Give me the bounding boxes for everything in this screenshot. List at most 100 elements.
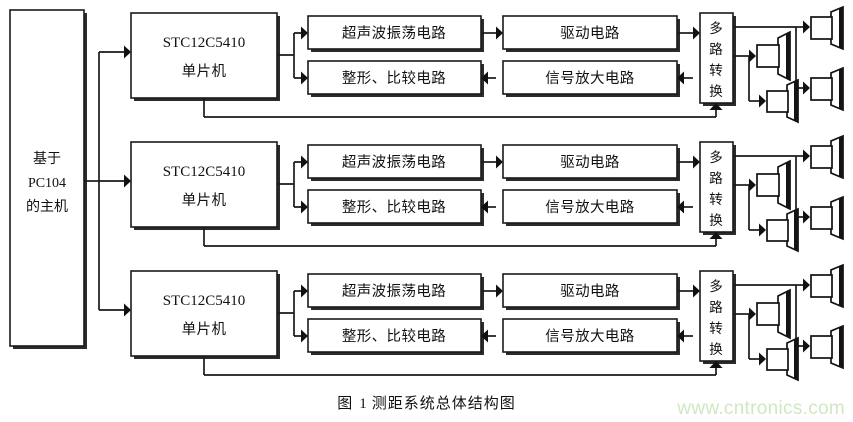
- mcu-output-split-2: [277, 161, 301, 208]
- transducer-3-3: [810, 263, 844, 309]
- arrow-osc-to-drive-3: [496, 284, 503, 298]
- shape-block-group-1: 整形、比较电路: [307, 60, 484, 97]
- arrow-osc-to-drive-1: [496, 26, 503, 40]
- mcu-label-line1-1: STC12C5410: [163, 35, 246, 51]
- arrow-to-transducer-1-4: [803, 81, 810, 95]
- host-block: [9, 9, 85, 347]
- transducer-cone-dark-2-3: [839, 136, 843, 178]
- mcu-block-1: [130, 12, 278, 99]
- transducer-body-1-3: [810, 16, 833, 40]
- mux-char-1-4: 换: [709, 84, 723, 99]
- arrow-to-transducer-2-3: [803, 149, 810, 163]
- transducer-1-3: [810, 5, 844, 51]
- channel-row-2: STC12C5410 单片机 超声波振荡电路 驱动电路: [130, 134, 844, 253]
- mcu-label-line1-2: STC12C5410: [163, 164, 246, 180]
- drive-block-group-2: 驱动电路: [502, 144, 680, 181]
- mux-char-3-2: 路: [709, 300, 723, 315]
- arrow-to-transducer-2-4: [803, 210, 810, 224]
- mcu-mux-control-line-3: [203, 356, 717, 376]
- transducer-3-1: [756, 288, 791, 340]
- transducer-cone-dark-2-1: [786, 161, 790, 209]
- arrow-control-to-mux-1: [709, 103, 723, 110]
- transducer-1-2: [766, 78, 799, 124]
- arrow-mux-to-amp-2: [677, 200, 684, 214]
- arrow-to-transducer-3-2: [759, 352, 766, 366]
- arrow-to-transducer-3-3: [803, 278, 810, 292]
- caption-title: 测距系统总体结构图: [371, 396, 516, 412]
- mcu-block-3: [130, 270, 278, 357]
- arrow-control-to-mux-2: [709, 232, 723, 239]
- transducer-body-3-2: [766, 348, 789, 371]
- mcu-block-group-3: STC12C5410 单片机: [130, 270, 280, 359]
- transducer-cone-dark-1-3: [839, 7, 843, 49]
- mux-char-2-1: 多: [709, 149, 723, 165]
- transducer-body-2-3: [810, 145, 833, 169]
- mcu-mux-control-line-2: [203, 227, 717, 247]
- transducer-cone-dark-2-2: [794, 209, 798, 251]
- osc-label-2: 超声波振荡电路: [342, 153, 446, 171]
- arrow-host-to-mcu-3: [124, 303, 131, 317]
- mux-char-3-4: 换: [709, 342, 723, 357]
- arrow-drive-to-mux-1: [693, 26, 700, 40]
- mcu-block-group-1: STC12C5410 单片机: [130, 12, 280, 101]
- transducer-cone-dark-1-1: [786, 32, 790, 80]
- amp-block-group-1: 信号放大电路: [502, 60, 680, 97]
- arrow-host-to-mcu-2: [124, 174, 131, 188]
- transducer-body-1-1: [756, 44, 780, 68]
- arrow-osc-to-drive-2: [496, 155, 503, 169]
- mcu-output-split-1: [277, 32, 301, 79]
- host-label-line2: PC104: [28, 176, 66, 191]
- host-label-line3: 的主机: [26, 199, 68, 215]
- arrow-mcu-to-osc-3: [301, 284, 308, 298]
- drive-block-group-3: 驱动电路: [502, 273, 680, 310]
- caption-prefix: 图: [337, 396, 354, 412]
- transducer-body-1-2: [766, 90, 789, 113]
- transducer-1-1: [756, 30, 791, 82]
- arrow-mcu-to-osc-1: [301, 26, 308, 40]
- mux-char-1-1: 多: [709, 20, 723, 36]
- shape-label-1: 整形、比较电路: [342, 69, 446, 87]
- mcu-label-line1-3: STC12C5410: [163, 293, 246, 309]
- host-to-mcu-bus: [84, 45, 131, 317]
- arrow-to-transducer-2-2: [759, 223, 766, 237]
- amp-label-1: 信号放大电路: [545, 70, 634, 87]
- transducer-body-3-3: [810, 274, 833, 298]
- transducer-body-3-4: [810, 335, 833, 359]
- transducer-body-2-2: [766, 219, 789, 242]
- transducer-body-2-1: [756, 173, 780, 197]
- amp-block-group-2: 信号放大电路: [502, 189, 680, 226]
- drive-block-2: [502, 144, 678, 179]
- arrow-mux-to-amp-3: [677, 329, 684, 343]
- mcu-mux-control-line-1: [203, 98, 717, 118]
- osc-block-group-2: 超声波振荡电路: [307, 144, 484, 181]
- osc-block-group-3: 超声波振荡电路: [307, 273, 484, 310]
- mux-block-3: [699, 270, 734, 362]
- mcu-block-group-2: STC12C5410 单片机: [130, 141, 280, 230]
- transducer-cone-dark-3-3: [839, 265, 843, 307]
- host-block-group: 基于 PC104 的主机: [9, 9, 87, 349]
- arrow-to-transducer-1-2: [759, 94, 766, 108]
- mux-char-1-3: 转: [709, 63, 723, 78]
- amp-label-2: 信号放大电路: [545, 199, 634, 216]
- mux-char-3-3: 转: [709, 321, 723, 336]
- channel-row-3: STC12C5410 单片机 超声波振荡电路 驱动电路: [130, 263, 844, 382]
- osc-block-2: [307, 144, 482, 179]
- mux-char-2-2: 路: [709, 171, 723, 186]
- drive-label-3: 驱动电路: [560, 283, 620, 300]
- arrow-amp-to-shape-2: [481, 200, 488, 214]
- arrow-mcu-to-osc-2: [301, 155, 308, 169]
- transducer-2-3: [810, 134, 844, 180]
- mux-block-group-1: 多 路 转 换: [699, 12, 736, 106]
- arrow-mcu-to-shape-1: [301, 71, 308, 85]
- transducer-2-2: [766, 207, 799, 253]
- transducer-body-1-4: [810, 77, 833, 101]
- arrow-amp-to-shape-1: [481, 71, 488, 85]
- transducer-cone-dark-1-4: [839, 68, 843, 110]
- arrow-to-transducer-3-1: [749, 307, 756, 321]
- amp-block-2: [502, 189, 678, 224]
- mcu-block-2: [130, 141, 278, 228]
- drive-label-1: 驱动电路: [560, 25, 620, 42]
